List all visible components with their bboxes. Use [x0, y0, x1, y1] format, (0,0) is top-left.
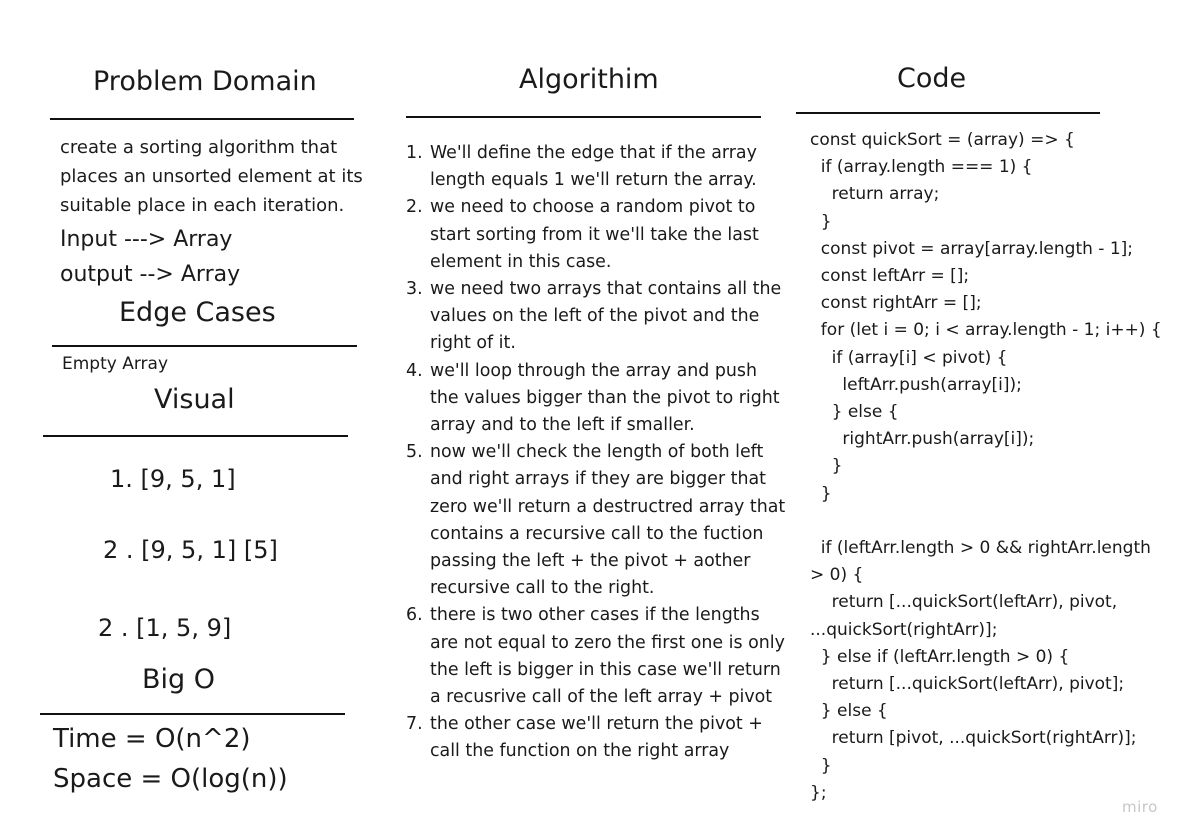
visual-title: Visual — [154, 384, 235, 415]
code-line: const rightArr = []; — [810, 293, 982, 314]
problem-desc-line-3: suitable place in each iteration. — [60, 195, 345, 216]
big-o-divider — [40, 713, 345, 715]
problem-desc-line-2: places an unsorted element at its — [60, 166, 363, 187]
code-line: ​ — [810, 508, 1162, 535]
visual-step-3: 2 . [1, 5, 9] — [98, 614, 232, 642]
code-line: } else if (leftArr.length > 0) { — [810, 646, 1070, 667]
step-number: 7. — [406, 714, 423, 735]
code-line: for (let i = 0; i < array.length - 1; i+… — [810, 320, 1162, 341]
code-line: } else { — [810, 701, 888, 722]
edge-cases-divider — [52, 345, 357, 347]
big-o-title: Big O — [142, 664, 215, 695]
code-line: } — [810, 211, 832, 232]
problem-domain-title: Problem Domain — [93, 66, 317, 97]
code-line: return array; — [810, 184, 940, 205]
code-line: > 0) { — [810, 565, 864, 586]
code-title: Code — [897, 63, 967, 94]
step-text: We'll define the edge that if the array … — [430, 143, 757, 191]
algorithm-step: 6. there is two other cases if the length… — [406, 602, 791, 711]
algorithm-step: 3. we need two arrays that contains all t… — [406, 276, 791, 358]
problem-output: output --> Array — [60, 262, 241, 287]
code-line: const leftArr = []; — [810, 266, 970, 287]
algorithm-divider — [406, 116, 761, 118]
algorithm-step: 4. we'll loop through the array and push … — [406, 358, 791, 440]
code-divider — [796, 112, 1100, 114]
algorithm-step: 7. the other case we'll return the pivot … — [406, 711, 791, 765]
problem-input: Input ---> Array — [60, 227, 233, 252]
step-number: 2. — [406, 197, 423, 218]
code-line: } else { — [810, 402, 899, 423]
code-line: return [pivot, ...quickSort(rightArr)]; — [810, 728, 1137, 749]
visual-step-2: 2 . [9, 5, 1] [5] — [103, 536, 278, 564]
code-line: }; — [810, 782, 827, 803]
problem-desc-line-1: create a sorting algorithm that — [60, 137, 338, 158]
step-text: we need two arrays that contains all the… — [430, 279, 782, 354]
step-text: we'll loop through the array and push th… — [430, 360, 780, 436]
visual-step-1: 1. [9, 5, 1] — [110, 465, 236, 493]
code-block: const quickSort = (array) => { if (array… — [810, 127, 1162, 807]
code-line: if (array.length === 1) { — [810, 157, 1033, 178]
algorithm-title: Algorithim — [519, 64, 659, 95]
edge-case-item: Empty Array — [62, 354, 169, 374]
step-text: we need to choose a random pivot to star… — [430, 197, 759, 272]
code-line: return [...quickSort(leftArr), pivot]; — [810, 674, 1125, 695]
algorithm-step: 1. We'll define the edge that if the arra… — [406, 140, 791, 194]
big-o-space: Space = O(log(n)) — [53, 764, 288, 794]
code-line: leftArr.push(array[i]); — [810, 374, 1022, 395]
algorithm-step: 2. we need to choose a random pivot to st… — [406, 194, 791, 276]
code-line: return [...quickSort(leftArr), pivot, — [810, 592, 1118, 613]
code-line: if (leftArr.length > 0 && rightArr.lengt… — [810, 538, 1151, 559]
visual-divider — [43, 435, 348, 437]
code-line: if (array[i] < pivot) { — [810, 347, 1008, 368]
algorithm-step: 5. now we'll check the length of both lef… — [406, 439, 791, 602]
algorithm-steps-list: 1. We'll define the edge that if the arra… — [406, 140, 791, 766]
step-number: 5. — [406, 442, 423, 463]
step-number: 3. — [406, 279, 423, 300]
step-number: 6. — [406, 605, 423, 626]
edge-cases-title: Edge Cases — [119, 297, 276, 328]
problem-domain-divider — [50, 118, 354, 120]
code-line: } — [810, 755, 832, 776]
big-o-time: Time = O(n^2) — [53, 724, 251, 754]
code-line: } — [810, 456, 843, 477]
code-line: } — [810, 483, 832, 504]
step-number: 4. — [406, 360, 423, 381]
step-number: 1. — [406, 143, 423, 163]
code-line: const pivot = array[array.length - 1]; — [810, 238, 1134, 259]
step-text: now we'll check the length of both left … — [430, 442, 786, 599]
code-line: const quickSort = (array) => { — [810, 130, 1075, 150]
miro-watermark: miro — [1122, 798, 1158, 816]
step-text: there is two other cases if the lengths … — [430, 605, 785, 708]
step-text: the other case we'll return the pivot + … — [430, 714, 763, 762]
code-line: rightArr.push(array[i]); — [810, 429, 1035, 450]
code-line: ...quickSort(rightArr)]; — [810, 619, 998, 640]
